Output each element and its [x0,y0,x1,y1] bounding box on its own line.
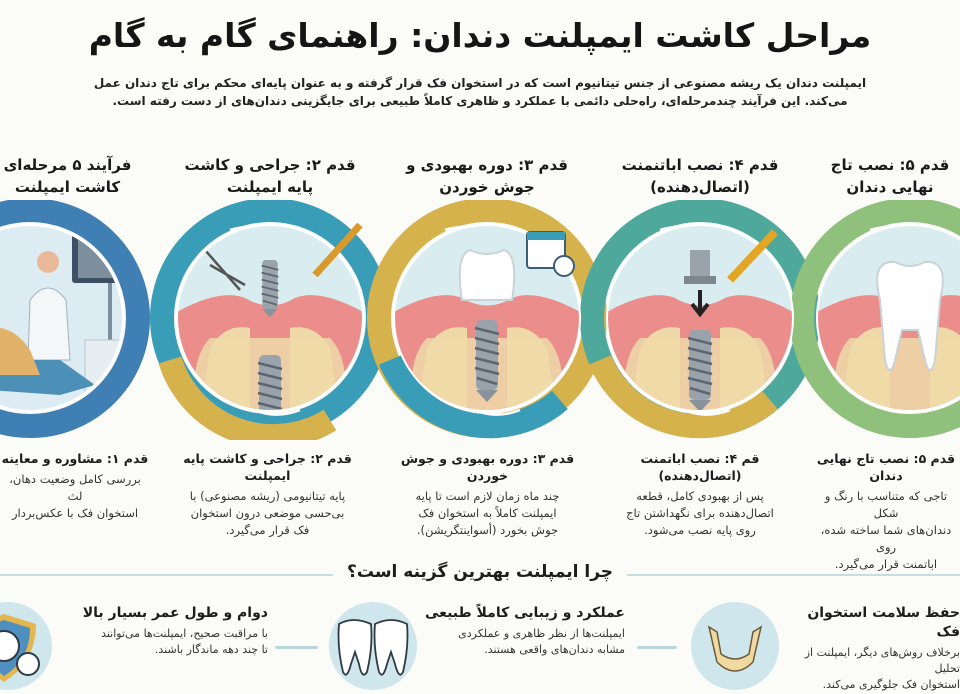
jaw-icon [691,602,779,690]
caption-line: دندان‌های شما ساخته شده، روی [820,523,952,554]
heading-line: قدم ۳: دوره بهبودی و [406,156,568,174]
step-1-heading: فرآیند ۵ مرحله‌ای کاشت ایمپلنت [0,154,135,198]
benefit-title: دوام و طول عمر بسیار بالا [82,605,268,621]
caption-title: قدم ۲: جراحی و کاشت پایه ایمپلنت [183,451,352,483]
step-2-heading: قدم ۲: جراحی و کاشت پایه ایمپلنت [170,154,370,198]
step-3-caption: قدم ۳: دوره بهبودی و جوش خوردن چند ماه زم… [385,450,590,539]
step-5-heading: قدم ۵: نصب تاج نهایی دندان [820,154,960,198]
page-title: مراحل کاشت ایمپلنت دندان: راهنمای گام به… [88,16,872,55]
caption-line: بررسی کامل وضعیت دهان، لث [9,472,141,503]
step-5-caption: قدم ۵: نصب تاج نهایی دندان تاجی که متناسب… [812,450,960,573]
heading-line: قدم ۵: نصب تاج [830,156,950,174]
arrow-down-icon [690,290,710,318]
step-1-ring [0,200,150,438]
caption-title: قدم ۱: مشاوره و معاینه [1,451,149,466]
abutment-scene [608,226,792,410]
teeth-icon [329,602,417,690]
healing-scene [395,226,579,410]
benefit-title: عملکرد و زیبایی کاملاً طبیعی [425,605,625,621]
step-4-caption: قم ۴: نصب اباتمنت (اتصال‌دهنده) پس از بهب… [600,450,800,539]
caption-title: قدم ۳: دوره بهبودی و جوش خوردن [400,451,575,483]
screwdriver-icon [727,229,778,283]
caption-line: پایه تیتانیومی (ریشه مصنوعی) با [189,489,346,503]
why-section-header: چرا ایمپلنت بهترین گزینه است؟ [0,562,960,582]
heading-line: فرآیند ۵ مرحله‌ای [3,156,132,174]
benefit-natural-function: عملکرد و زیبایی کاملاً طبیعی ایمپلنت‌ها ا… [425,604,625,658]
benefit-line: برخلاف روش‌های دیگر، ایمپلنت از تحلیل [804,646,960,675]
separator [637,646,677,649]
heading-line: قدم ۲: جراحی و کاشت [184,156,356,174]
benefit-line: با مراقبت صحیح، ایمپلنت‌ها می‌توانند [101,627,268,640]
step-4-heading: قدم ۴: نصب اباتنمنت (اتصال‌دهنده) [600,154,800,198]
surgery-scene [178,226,362,410]
shield-clock-icon [0,602,52,690]
process-illustration [0,200,960,440]
heading-line: قدم ۴: نصب اباتنمنت [621,156,779,174]
heading-line: کاشت ایمپلنت [14,178,121,196]
benefit-title: حفظ سلامت استخوان فک [807,605,960,640]
intro-line: ایمپلنت دندان یک ریشه مصنوعی از جنس تیتا… [93,76,867,90]
heading-line: جوش خوردن [439,178,535,196]
caption-line: ایمپلنت کاملاً به استخوان فک [418,506,557,520]
step-1-caption: قدم ۱: مشاوره و معاینه بررسی کامل وضعیت د… [0,450,150,522]
benefit-line: استخوان فک جلوگیری می‌کند. [822,678,960,691]
benefit-durability: دوام و طول عمر بسیار بالا با مراقبت صحیح،… [58,604,268,658]
caption-line: فک قرار می‌گیرد. [225,523,310,537]
heading-line: پایه ایمپلنت [226,178,314,196]
crown-scene [818,226,960,410]
caption-line: پس از بهبودی کامل، قطعه [636,489,764,503]
step-5-ring [790,200,960,438]
caption-line: استخوان فک با عکس‌بردار [11,506,139,520]
crown-icon [458,248,516,301]
step-3-heading: قدم ۳: دوره بهبودی و جوش خوردن [387,154,587,198]
separator [275,646,318,649]
intro-text: ایمپلنت دندان یک ریشه مصنوعی از جنس تیتا… [20,74,940,110]
caption-line: تاجی که متناسب با رنگ و شکل [824,489,948,520]
why-title: چرا ایمپلنت بهترین گزینه است؟ [332,562,628,582]
caption-title: قدم ۵: نصب تاج نهایی دندان [816,451,956,483]
caption-line: اباتمنت قرار می‌گیرد. [834,557,938,571]
caption-line: جوش بخورد (أسواینتگریشن). [416,523,559,537]
forceps-icon [204,249,246,291]
benefit-jaw-health: حفظ سلامت استخوان فک برخلاف روش‌های دیگر،… [784,604,960,693]
intro-line: می‌کند. این فرآیند چندمرحله‌ای، راه‌حلی … [112,94,848,108]
heading-line: نهایی دندان [846,178,934,196]
benefit-line: ایمپلنت‌ها از نظر ظاهری و عملکردی [458,627,625,640]
caption-title: قم ۴: نصب اباتمنت (اتصال‌دهنده) [640,451,760,483]
benefit-line: تا چند دهه ماندگار باشند. [154,643,268,656]
step-2-caption: قدم ۲: جراحی و کاشت پایه ایمپلنت پایه تیت… [165,450,370,539]
syringe-icon [312,222,363,278]
benefit-line: مشابه دندان‌های واقعی هستند. [484,643,625,656]
caption-line: اتصال‌دهنده برای نگهداشتن تاج [626,506,774,520]
tooth-icon [876,260,944,371]
caption-line: بی‌حسی موضعی درون استخوان [190,506,345,520]
heading-line: (اتصال‌دهنده) [650,178,750,196]
caption-line: روی پایه نصب می‌شود. [644,523,756,537]
calendar-clock-icon [526,231,575,277]
caption-line: چند ماه زمان لازم است تا پایه [415,489,560,503]
